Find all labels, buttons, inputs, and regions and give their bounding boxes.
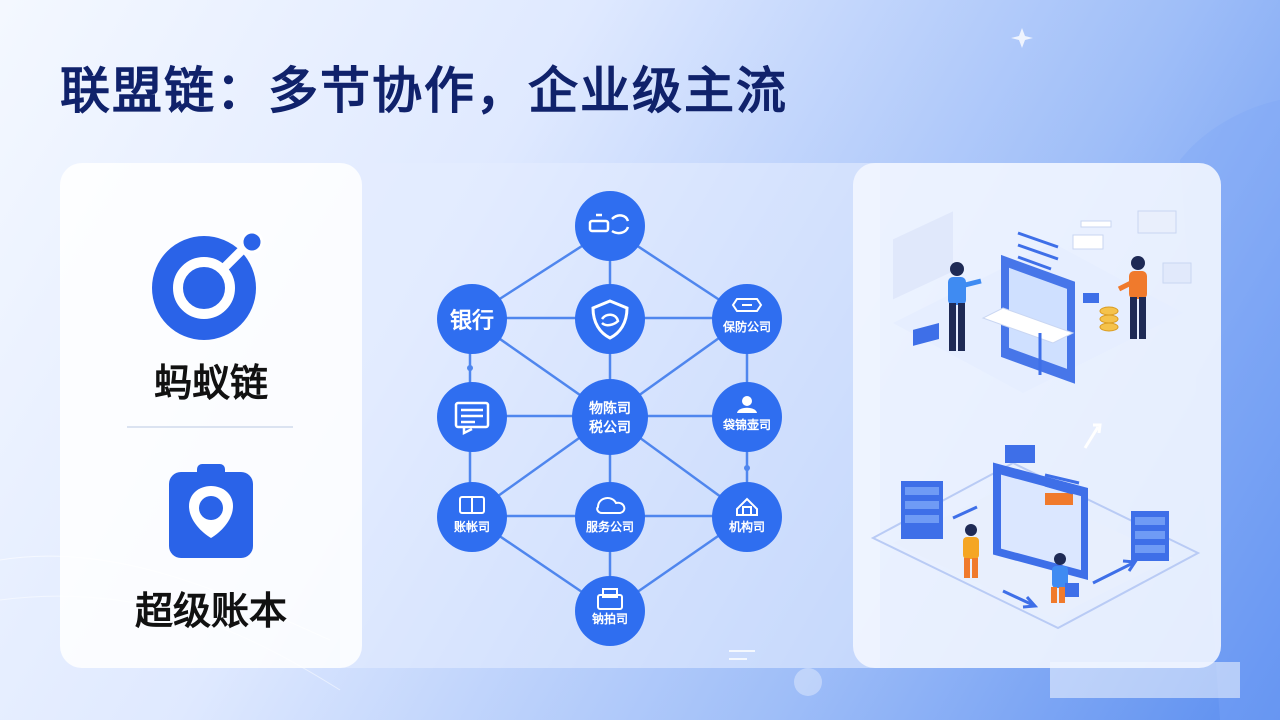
shield-icon <box>591 299 629 340</box>
node-center-top <box>575 284 645 354</box>
person-orange-figure <box>963 524 979 578</box>
data-flow-scene-illustration <box>870 423 1201 630</box>
node-left-low: 账帐司 <box>437 482 507 552</box>
node-top <box>575 191 645 261</box>
ledger-icon <box>459 496 485 514</box>
server-right-icon <box>1131 511 1169 561</box>
invoice-icon <box>454 401 490 436</box>
monitor-icon <box>1001 231 1075 384</box>
node-center: 物陈司 税公司 <box>572 379 648 455</box>
node-insurance-label: 保防公司 <box>722 319 771 334</box>
node-bank: 银行 <box>437 284 507 354</box>
node-bottom: 钠拍司 <box>575 576 645 646</box>
ant-chain-logo-icon <box>152 230 264 340</box>
node-left-low-label: 账帐司 <box>454 519 490 534</box>
decorative-lines-icon <box>729 650 755 660</box>
consortium-network-diagram: 银行 保防公司 物陈司 税公司 袋锦壶司 <box>437 191 782 646</box>
node-center-low-label: 服务公司 <box>586 519 634 534</box>
hyperledger-label: 超级账本 <box>134 589 287 633</box>
person-right-figure <box>1117 256 1147 339</box>
node-right-low-label: 机构司 <box>729 519 765 534</box>
person-icon <box>737 396 757 413</box>
node-right-mid: 袋锦壶司 <box>712 382 782 452</box>
building-icon <box>736 497 758 516</box>
node-bank-label: 银行 <box>450 308 494 334</box>
node-center-label-line2: 税公司 <box>589 419 631 436</box>
cloud-hand-icon <box>596 497 626 514</box>
printer-icon <box>597 588 623 610</box>
node-center-low: 服务公司 <box>575 482 645 552</box>
isometric-illustrations <box>870 210 1201 630</box>
node-center-label-line1: 物陈司 <box>589 400 631 417</box>
panel-divider <box>127 426 293 428</box>
node-right-low: 机构司 <box>712 482 782 552</box>
flow-arrows <box>952 505 1138 609</box>
node-left-mid <box>437 382 507 452</box>
badge-icon <box>731 298 763 312</box>
scale-arrow-icon <box>588 213 630 235</box>
page-title: 联盟链：多节协作，企业级主流 <box>60 62 788 120</box>
coin-stack-icon <box>1099 306 1119 332</box>
node-insurance: 保防公司 <box>712 284 782 354</box>
dashboard-screen-icon <box>993 445 1088 580</box>
node-right-mid-label: 袋锦壶司 <box>722 417 771 432</box>
person-seated-figure <box>1051 553 1079 603</box>
node-bottom-label: 钠拍司 <box>592 611 628 626</box>
office-scene-illustration <box>893 210 1192 393</box>
server-left-icon <box>901 481 943 539</box>
hyperledger-shield-icon <box>169 464 253 558</box>
ant-chain-label: 蚂蚁链 <box>153 361 268 405</box>
person-left-figure <box>948 262 982 351</box>
